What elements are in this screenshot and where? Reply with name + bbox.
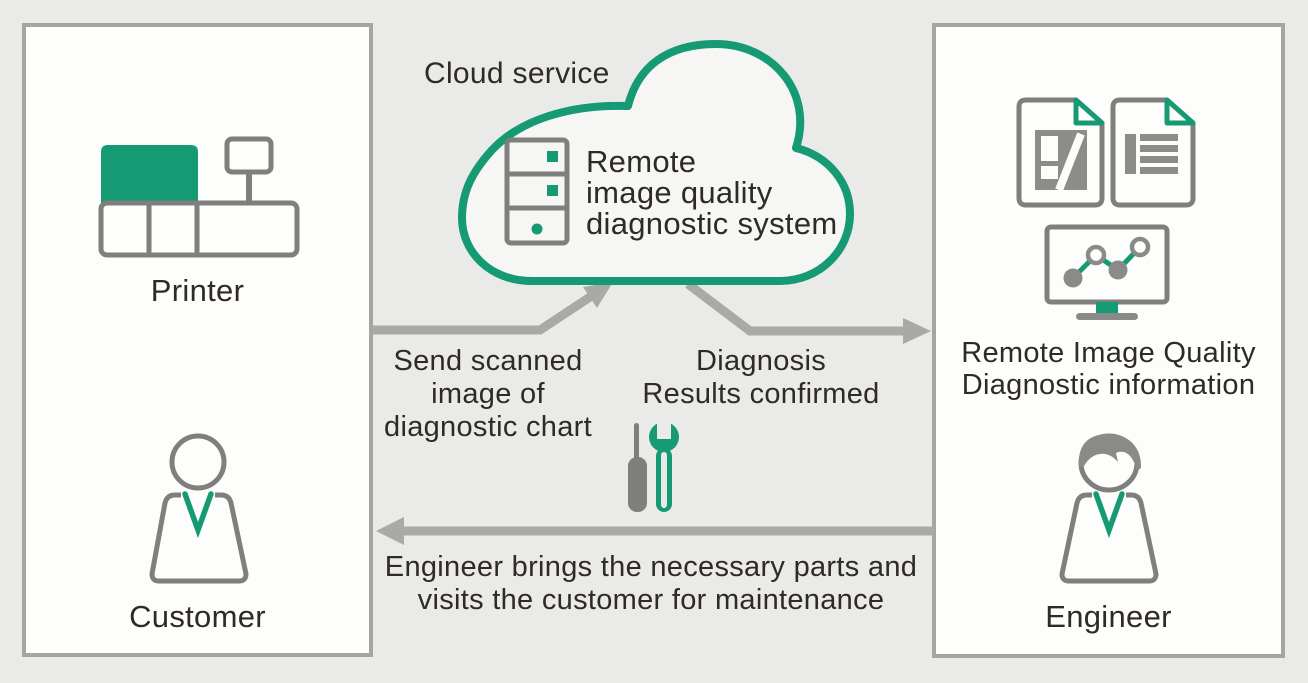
diagnosis-caption-line: Diagnosis <box>695 345 827 377</box>
diagnostic-info-label: Remote Image Quality Diagnostic informat… <box>932 337 1285 401</box>
engineer-label: Engineer <box>1045 599 1172 634</box>
customer-person-icon <box>149 433 249 584</box>
cloud-system-line: Remote <box>586 144 697 179</box>
printer-label: Printer <box>150 273 245 308</box>
send-caption-line: diagnostic chart <box>384 411 592 443</box>
screwdriver-icon <box>628 423 647 512</box>
maintenance-caption-line: visits the customer for maintenance <box>417 584 885 616</box>
image-report-doc-icon <box>1016 97 1105 208</box>
diagnosis-caption-line: Results confirmed <box>642 378 880 410</box>
send-arrow-up-right-icon <box>373 282 613 335</box>
send-caption-line: image of <box>431 378 545 410</box>
maintenance-arrow-left-icon <box>376 517 934 545</box>
printer-icon <box>98 136 300 258</box>
maintenance-caption: Engineer brings the necessary parts and … <box>371 551 931 617</box>
cloud-system-line: diagnostic system <box>586 206 838 241</box>
server-icon <box>504 137 570 246</box>
wrench-icon <box>649 419 679 512</box>
table-report-doc-icon <box>1110 97 1196 208</box>
cloud-system-line: image quality <box>586 175 773 210</box>
maintenance-caption-line: Engineer brings the necessary parts and <box>384 551 918 583</box>
diagnostic-info-line: Diagnostic information <box>961 369 1256 401</box>
send-caption-line: Send scanned <box>393 345 583 377</box>
chart-monitor-icon <box>1044 224 1170 320</box>
cloud-service-label: Cloud service <box>424 57 610 90</box>
send-caption: Send scanned image of diagnostic chart <box>368 345 608 444</box>
cloud-system-text: Remote image quality diagnostic system <box>586 146 837 239</box>
engineer-person-icon <box>1059 433 1159 584</box>
diagnosis-caption: Diagnosis Results confirmed <box>611 345 911 411</box>
diagnosis-arrow-right-icon <box>685 280 931 344</box>
customer-label: Customer <box>129 599 266 634</box>
diagnostic-info-line: Remote Image Quality <box>961 337 1256 369</box>
